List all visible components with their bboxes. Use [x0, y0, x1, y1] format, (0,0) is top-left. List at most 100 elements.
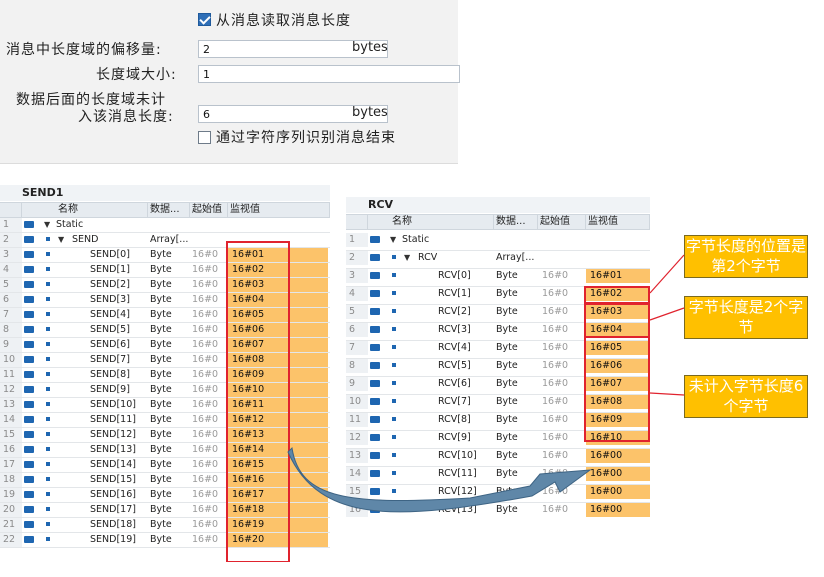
- element-monitor-value[interactable]: 16#05: [228, 308, 328, 322]
- element-monitor-value[interactable]: 16#18: [228, 503, 328, 517]
- expand-triangle-icon[interactable]: ▼: [44, 220, 51, 229]
- element-monitor-value[interactable]: 16#09: [228, 368, 328, 382]
- element-monitor-value[interactable]: 16#14: [228, 443, 328, 457]
- table-row[interactable]: 2 ▼ RCV Array[...: [346, 251, 650, 269]
- element-monitor-value[interactable]: 16#19: [228, 518, 328, 532]
- trailing-length-input[interactable]: 6: [198, 105, 388, 123]
- element-dot-icon: [392, 255, 396, 259]
- element-monitor-value[interactable]: 16#04: [228, 293, 328, 307]
- table-row[interactable]: 1 ▼ Static: [0, 218, 330, 233]
- element-monitor-value[interactable]: 16#06: [586, 359, 650, 373]
- send-table-header: 名称 数据... 起始值 监视值: [0, 202, 330, 218]
- element-monitor-value[interactable]: 16#11: [228, 398, 328, 412]
- element-monitor-value[interactable]: 16#00: [586, 503, 650, 517]
- db-tag-icon: [24, 536, 34, 543]
- db-tag-icon: [370, 362, 380, 369]
- offset-input[interactable]: 2: [198, 40, 388, 58]
- db-tag-icon: [24, 371, 34, 378]
- row-number: 4: [0, 263, 22, 277]
- element-monitor-value[interactable]: 16#07: [228, 338, 328, 352]
- header-name[interactable]: 名称: [22, 203, 148, 217]
- element-monitor-value[interactable]: 16#12: [228, 413, 328, 427]
- element-monitor-value[interactable]: 16#08: [228, 353, 328, 367]
- element-monitor-value[interactable]: 16#01: [586, 269, 650, 283]
- element-monitor-value[interactable]: 16#00: [586, 485, 650, 499]
- element-monitor-value[interactable]: 16#17: [228, 488, 328, 502]
- element-monitor-value[interactable]: 16#05: [586, 341, 650, 355]
- element-monitor-value[interactable]: 16#01: [228, 248, 328, 262]
- header-datatype[interactable]: 数据...: [148, 203, 190, 217]
- element-dot-icon: [392, 453, 396, 457]
- header-datatype[interactable]: 数据...: [494, 215, 538, 229]
- length-size-input[interactable]: 1: [198, 65, 460, 83]
- table-row[interactable]: 1 ▼ Static: [346, 233, 650, 251]
- element-monitor-value[interactable]: 16#08: [586, 395, 650, 409]
- header-name[interactable]: 名称: [368, 215, 494, 229]
- element-monitor-value[interactable]: 16#02: [228, 263, 328, 277]
- element-monitor-value[interactable]: 16#03: [586, 305, 650, 319]
- db-tag-icon: [24, 266, 34, 273]
- header-start-value[interactable]: 起始值: [190, 203, 228, 217]
- header-monitor-value[interactable]: 监视值: [586, 215, 650, 229]
- expand-triangle-icon[interactable]: ▼: [58, 235, 65, 244]
- element-monitor-value[interactable]: 16#02: [586, 287, 650, 301]
- element-monitor-value[interactable]: 16#10: [228, 383, 328, 397]
- expand-triangle-icon[interactable]: ▼: [390, 235, 397, 244]
- element-monitor-value[interactable]: 16#07: [586, 377, 650, 391]
- element-monitor-value[interactable]: 16#09: [586, 413, 650, 427]
- element-monitor-value[interactable]: 16#20: [228, 533, 328, 547]
- element-monitor-value[interactable]: 16#00: [586, 467, 650, 481]
- db-tag-icon: [370, 272, 380, 279]
- element-name: SEND[4]: [90, 309, 130, 320]
- table-row[interactable]: 2 ▼ SEND Array[...: [0, 233, 330, 248]
- end-sequence-checkbox[interactable]: [198, 131, 211, 144]
- element-monitor-value[interactable]: 16#13: [228, 428, 328, 442]
- expand-triangle-icon[interactable]: ▼: [404, 253, 411, 262]
- element-monitor-value[interactable]: 16#15: [228, 458, 328, 472]
- element-monitor-value[interactable]: 16#03: [228, 278, 328, 292]
- element-datatype: Byte: [150, 534, 172, 545]
- element-monitor-value[interactable]: 16#04: [586, 323, 650, 337]
- element-monitor-value[interactable]: 16#06: [228, 323, 328, 337]
- element-start-value: 16#0: [542, 306, 569, 317]
- db-tag-icon: [24, 341, 34, 348]
- header-start-value[interactable]: 起始值: [538, 215, 586, 229]
- element-monitor-value[interactable]: 16#00: [586, 449, 650, 463]
- rcv-table-header: 名称 数据... 起始值 监视值: [346, 214, 650, 230]
- db-tag-icon: [24, 461, 34, 468]
- read-length-checkbox[interactable]: [198, 13, 211, 26]
- send-table-title: SEND1: [0, 185, 330, 201]
- note-length-size: 字节长度是2个字节: [684, 296, 808, 339]
- header-monitor-value[interactable]: 监视值: [228, 203, 330, 217]
